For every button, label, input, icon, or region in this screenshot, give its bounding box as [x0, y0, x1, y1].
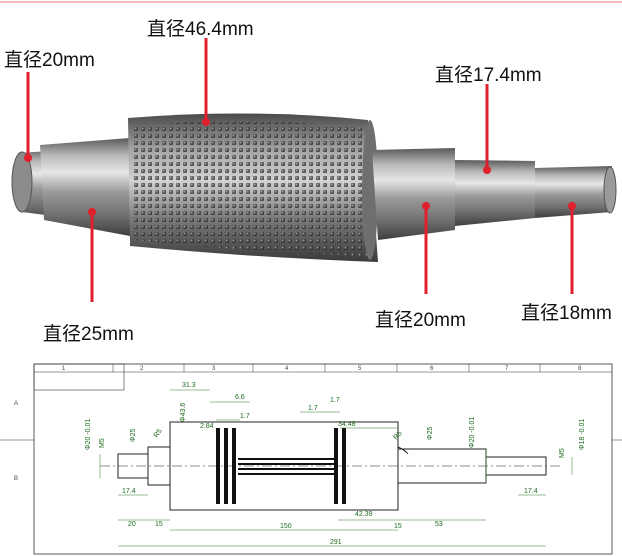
- dim-15-left: 15: [155, 521, 163, 528]
- grid-col-7: 7: [505, 366, 509, 372]
- grid-col-3: 3: [212, 366, 216, 372]
- dim-17-4-right: 17.4: [524, 488, 538, 495]
- grid-row-b: B: [14, 476, 18, 482]
- dim-291: 291: [330, 539, 342, 546]
- grid-col-1: 1: [62, 366, 66, 372]
- grid-row-a: A: [14, 401, 18, 407]
- dim-1-7-a: 1.7: [240, 413, 250, 420]
- dim-31-3: 31.3: [182, 382, 196, 389]
- dim-2-84: 2.84: [200, 423, 214, 430]
- label-diameter-right-step: 直径17.4mm: [435, 65, 542, 86]
- dim-42-39: 42.39: [355, 511, 373, 518]
- shaft-photo: [0, 1, 622, 302]
- dim-34-48: 34.48: [338, 421, 356, 428]
- label-diameter-left-journal: 直径20mm: [4, 50, 95, 71]
- dim-dia-25-left: Φ25: [130, 429, 137, 442]
- dim-dia-20-left: Φ20 -0.01: [85, 419, 92, 450]
- dim-17-4-left: 17.4: [122, 488, 136, 495]
- drawing-knurl: [216, 428, 346, 504]
- drawing-shaft-outline: [100, 421, 560, 511]
- label-diameter-right-end: 直径18mm: [521, 303, 612, 324]
- dim-1-7-c: 1.7: [330, 397, 340, 404]
- shaft-body: [11, 113, 617, 262]
- dim-53: 53: [435, 521, 443, 528]
- technical-drawing: 1 2 3 4 5 6 7 8 A B: [0, 363, 622, 555]
- dim-dia-43-6: Φ43.6: [180, 403, 187, 422]
- label-diameter-collar: 直径25mm: [43, 324, 134, 345]
- photo-leaders: [24, 38, 576, 302]
- grid-labels: 1 2 3 4 5 6 7 8 A B: [14, 366, 582, 482]
- dim-r5-right: R5: [392, 430, 403, 441]
- label-diameter-right-shoulder: 直径20mm: [375, 310, 466, 331]
- dim-dia-20-right: Φ20 -0.01: [469, 417, 476, 448]
- grid-col-8: 8: [578, 366, 582, 372]
- dim-15-right: 15: [394, 523, 402, 530]
- label-diameter-drum: 直径46.4mm: [147, 19, 254, 40]
- dimension-labels: 31.3 6.6 Φ43.6 1.7 1.7 1.7 2.84 34.48 Φ2…: [85, 382, 586, 546]
- grid-col-6: 6: [430, 366, 434, 372]
- dim-m5-left: M5: [99, 438, 106, 448]
- dim-dia-18-right: Φ18 -0.01: [579, 419, 586, 450]
- grid-col-4: 4: [285, 366, 289, 372]
- grid-col-5: 5: [358, 366, 362, 372]
- grid-col-2: 2: [140, 366, 144, 372]
- dim-6-6: 6.6: [235, 394, 245, 401]
- dim-dia-25-right: Φ25: [427, 427, 434, 440]
- dim-20-bottom: 20: [128, 521, 136, 528]
- dim-150: 150: [280, 523, 292, 530]
- dim-1-7-b: 1.7: [308, 405, 318, 412]
- dim-m5-right: M5: [559, 448, 566, 458]
- dim-r5-left: R5: [153, 428, 164, 439]
- dimension-lines: [99, 389, 573, 547]
